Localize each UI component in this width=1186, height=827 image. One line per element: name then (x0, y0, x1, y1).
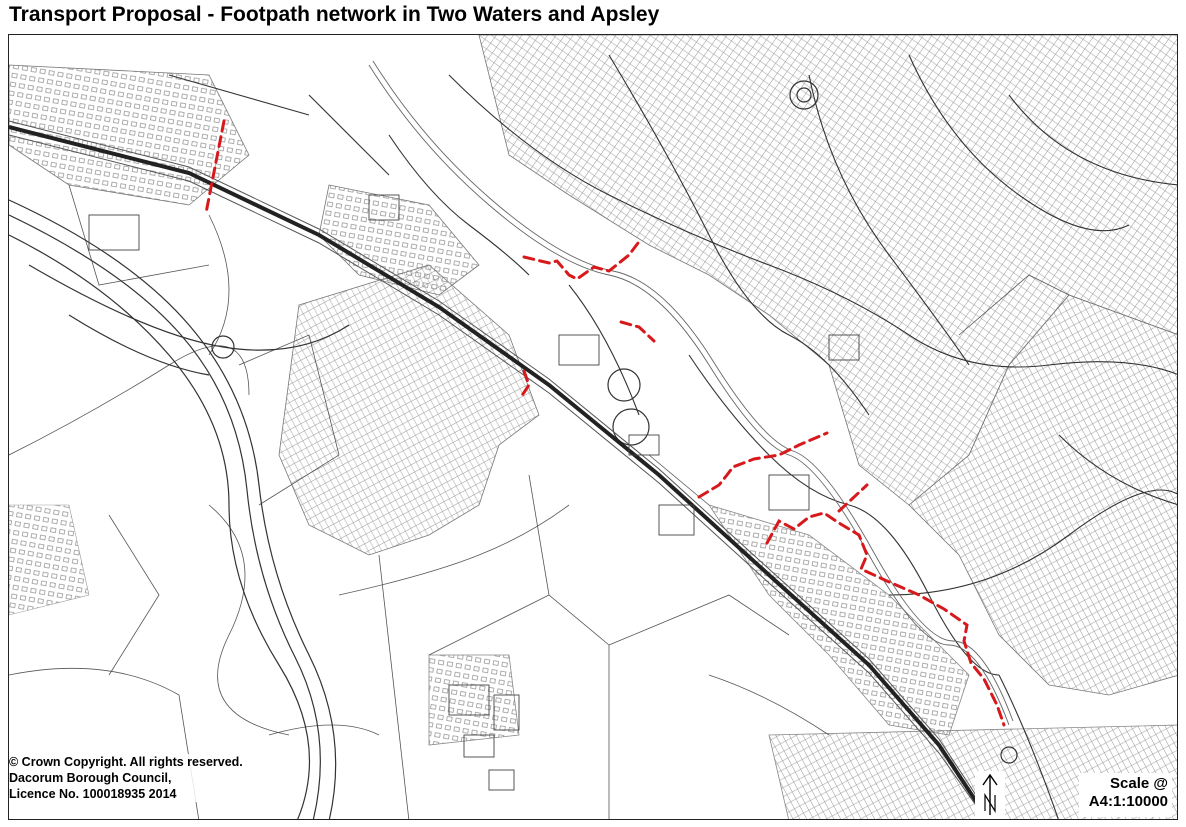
map-frame[interactable] (8, 34, 1178, 820)
footpath-segment (765, 511, 1006, 727)
river-gade (368, 60, 1014, 726)
north-arrow-icon (982, 773, 998, 815)
urban-areas (9, 35, 1177, 819)
council-line: Dacorum Borough Council, (9, 771, 172, 785)
local-roads (168, 54, 1177, 819)
copyright-line: © Crown Copyright. All rights reserved. (9, 755, 243, 769)
map-canvas[interactable] (9, 35, 1178, 820)
scale-label: Scale @ A4:1:10000 (1078, 773, 1172, 817)
north-arrow (975, 771, 1005, 819)
licence-line: Licence No. 100018935 2014 (9, 787, 177, 801)
a41-road (9, 199, 350, 819)
copyright-notice: © Crown Copyright. All rights reserved. … (9, 754, 247, 802)
building-footprints (88, 194, 860, 791)
scale-line-1: Scale @ (1110, 775, 1168, 792)
map-title: Transport Proposal - Footpath network in… (9, 3, 660, 26)
roundabouts (211, 80, 1018, 764)
footpath-segment (837, 483, 869, 513)
footpath-segment (522, 237, 643, 281)
scale-line-2: A4:1:10000 (1088, 793, 1168, 810)
footpath-segment (697, 431, 829, 499)
field-boundaries (9, 184, 1070, 819)
railway-line (9, 120, 993, 819)
footpath-segment (204, 119, 226, 215)
footpath-segment (619, 320, 656, 343)
footpath-segment (519, 369, 531, 399)
proposed-footpaths (204, 119, 1006, 727)
